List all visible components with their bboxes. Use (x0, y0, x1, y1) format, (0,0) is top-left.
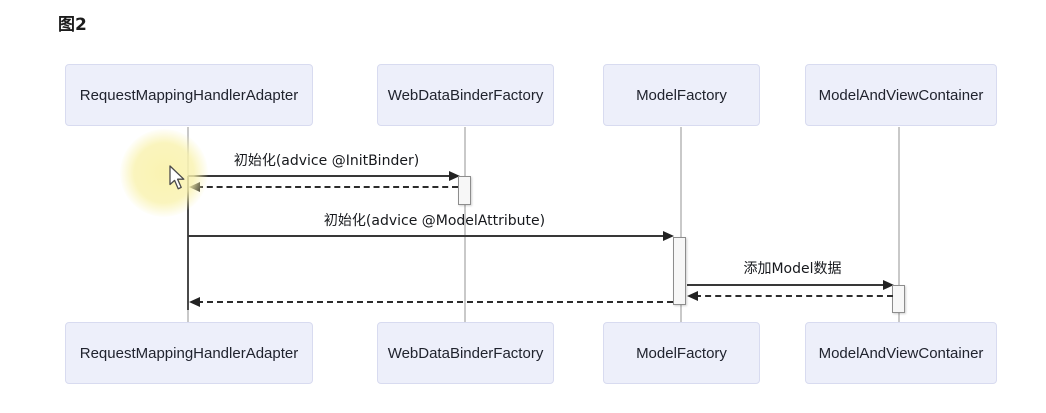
lifeline-model-and-view-container (898, 127, 900, 323)
participant-label: WebDataBinderFactory (387, 86, 544, 104)
return-line-model-attribute (197, 301, 673, 303)
participant-label: WebDataBinderFactory (387, 344, 544, 362)
participant-label: ModelFactory (636, 86, 727, 104)
participant-bottom-model-factory: ModelFactory (603, 322, 760, 384)
message-label-model-attribute: 初始化(advice @ModelAttribute) (323, 213, 546, 229)
participant-label: ModelFactory (636, 344, 727, 362)
return-line-add-model-data (695, 295, 893, 297)
participant-top-web-data-binder-factory: WebDataBinderFactory (377, 64, 554, 126)
participant-label: RequestMappingHandlerAdapter (79, 344, 299, 362)
figure-title: 图2 (58, 15, 87, 35)
message-line-init-binder (188, 175, 450, 177)
participant-bottom-request-mapping-handler-adapter: RequestMappingHandlerAdapter (65, 322, 313, 384)
message-label-add-model-data: 添加Model数据 (743, 261, 842, 277)
arrowhead-left (687, 291, 698, 301)
participant-label: ModelAndViewContainer (818, 344, 984, 362)
lifeline-active-segment (187, 176, 189, 310)
arrowhead-left (189, 297, 200, 307)
activation-model-factory (673, 237, 686, 305)
participant-top-request-mapping-handler-adapter: RequestMappingHandlerAdapter (65, 64, 313, 126)
arrowhead-left (189, 182, 200, 192)
arrowhead-right (663, 231, 674, 241)
participant-label: ModelAndViewContainer (818, 86, 984, 104)
message-line-add-model-data (687, 284, 883, 286)
arrowhead-right (449, 171, 460, 181)
activation-web-data-binder-factory (458, 176, 471, 205)
participant-bottom-model-and-view-container: ModelAndViewContainer (805, 322, 997, 384)
lifeline-web-data-binder-factory (464, 127, 466, 323)
arrowhead-right (883, 280, 894, 290)
participant-top-model-factory: ModelFactory (603, 64, 760, 126)
activation-model-and-view-container (892, 285, 905, 313)
click-highlight (120, 129, 208, 217)
return-line-init-binder (197, 186, 458, 188)
message-line-model-attribute (188, 235, 665, 237)
participant-bottom-web-data-binder-factory: WebDataBinderFactory (377, 322, 554, 384)
lifeline-model-factory (680, 127, 682, 323)
participant-label: RequestMappingHandlerAdapter (79, 86, 299, 104)
participant-top-model-and-view-container: ModelAndViewContainer (805, 64, 997, 126)
message-label-init-binder: 初始化(advice @InitBinder) (233, 153, 420, 169)
mouse-cursor-icon (169, 165, 185, 190)
